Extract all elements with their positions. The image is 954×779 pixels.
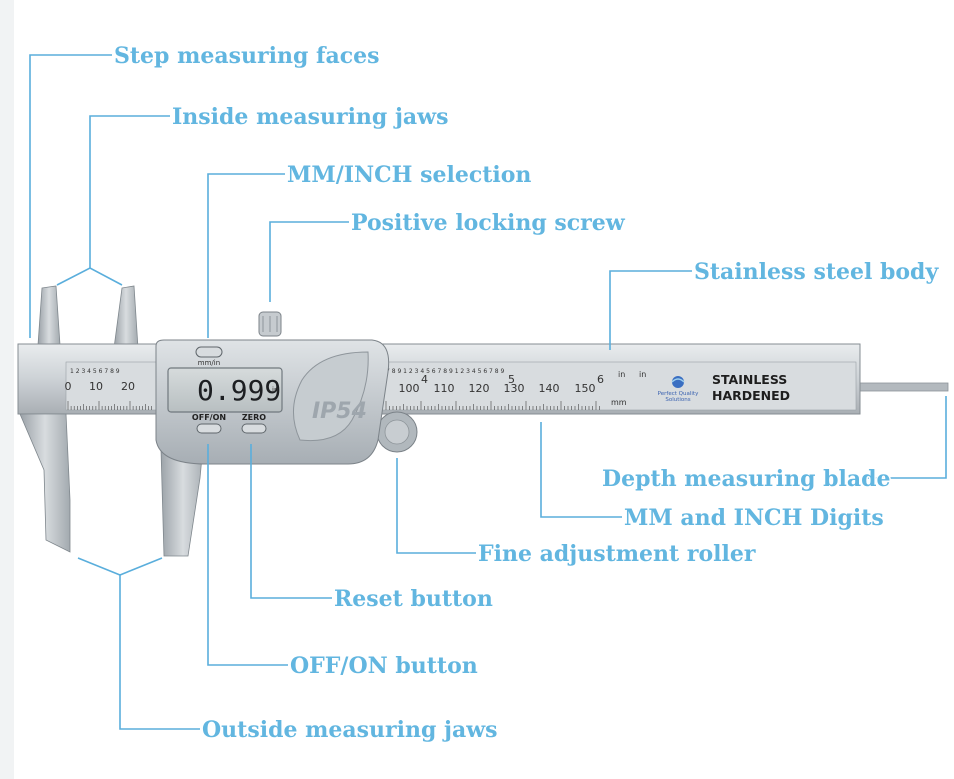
brand-line1: STAINLESS [712, 372, 787, 387]
vernier-digits-left: 1 2 3 4 5 6 7 8 9 [70, 368, 120, 375]
label-inside-jaws: Inside measuring jaws [172, 104, 449, 130]
caliper: 0 10 20 1 2 3 4 5 6 7 8 9 7 8 9 1 2 3 4 … [17, 285, 949, 557]
label-reset-button: Reset button [334, 586, 493, 612]
unit-in-label: in [639, 370, 646, 379]
inch-mark: 5 [508, 373, 515, 386]
label-off-on-button: OFF/ON button [290, 653, 478, 679]
label-mm-inch-digits: MM and INCH Digits [624, 505, 884, 531]
zero-label: ZERO [242, 413, 266, 422]
inch-mark: 4 [421, 373, 428, 386]
off-on-label: OFF/ON [192, 413, 226, 422]
ip-rating: IP54 [312, 399, 367, 424]
scale-num: 110 [434, 382, 455, 395]
leader-off-on [207, 444, 288, 666]
scale-ticks-left [67, 401, 152, 410]
leader-fine-roller [396, 458, 476, 554]
unit-mm-label: mm [611, 398, 627, 407]
leader-step-faces [29, 54, 112, 338]
scale-num: 0 [65, 380, 72, 393]
display-reading: 0.999 [197, 374, 281, 407]
label-locking-screw: Positive locking screw [351, 210, 626, 236]
brand-line2: HARDENED [712, 388, 790, 403]
scale-ticks-right [385, 401, 600, 410]
logo-line1: Perfect Quality [658, 391, 699, 397]
label-steel-body: Stainless steel body [694, 259, 939, 285]
scale-num: 100 [399, 382, 420, 395]
fixed-outside-jaw [19, 413, 71, 553]
brand-logo: Perfect Quality Solutions [658, 376, 699, 403]
label-fine-roller: Fine adjustment roller [478, 541, 756, 567]
label-step-faces: Step measuring faces [114, 43, 379, 69]
leader-reset-button [250, 444, 332, 599]
leader-mm-inch [207, 173, 285, 338]
inch-marks: 4 5 6 [421, 373, 604, 386]
logo-line2: Solutions [665, 397, 690, 403]
depth-blade [855, 382, 949, 392]
mm-inch-label: mm/in [198, 359, 220, 367]
scale-left-numbers: 0 10 20 [65, 380, 136, 393]
sliding-inside-jaw [113, 285, 139, 349]
scale-right-numbers: 100 110 120 130 140 150 [399, 382, 596, 395]
unit-in-label: in [618, 370, 625, 379]
globe-icon [672, 376, 684, 388]
leader-outside-jaws [119, 575, 200, 730]
scale-num: 20 [121, 380, 135, 393]
scale-num: 120 [469, 382, 490, 395]
leader-inside-jaws [89, 115, 170, 268]
scale-num: 130 [504, 382, 525, 395]
leader-outside-jaws-fork [77, 557, 163, 576]
off-on-button[interactable] [196, 423, 222, 434]
scale-num: 140 [539, 382, 560, 395]
vernier-digits-right: 7 8 9 1 2 3 4 5 6 7 8 9 1 2 3 4 5 6 7 8 … [386, 368, 504, 375]
zero-button[interactable] [241, 423, 267, 434]
display-unit: in [272, 386, 278, 394]
leader-inside-jaws-fork [56, 267, 123, 286]
scale-num: 150 [575, 382, 596, 395]
ip-badge [292, 351, 369, 442]
inch-mark: 6 [597, 373, 604, 386]
leader-locking-screw [269, 221, 349, 302]
leader-depth-blade [864, 396, 947, 479]
leader-steel-body [609, 270, 692, 350]
label-depth-blade: Depth measuring blade [602, 466, 891, 492]
label-outside-jaws: Outside measuring jaws [202, 717, 498, 743]
fixed-inside-jaw [37, 285, 61, 346]
leader-mm-inch-digits [540, 422, 622, 518]
mm-inch-button[interactable] [195, 346, 223, 358]
lcd-display [167, 367, 283, 413]
labels: Step measuring faces Inside measuring ja… [113, 42, 941, 745]
label-mm-inch-selection: MM/INCH selection [287, 162, 531, 188]
leader-lines [29, 54, 947, 730]
scale-num: 10 [89, 380, 103, 393]
